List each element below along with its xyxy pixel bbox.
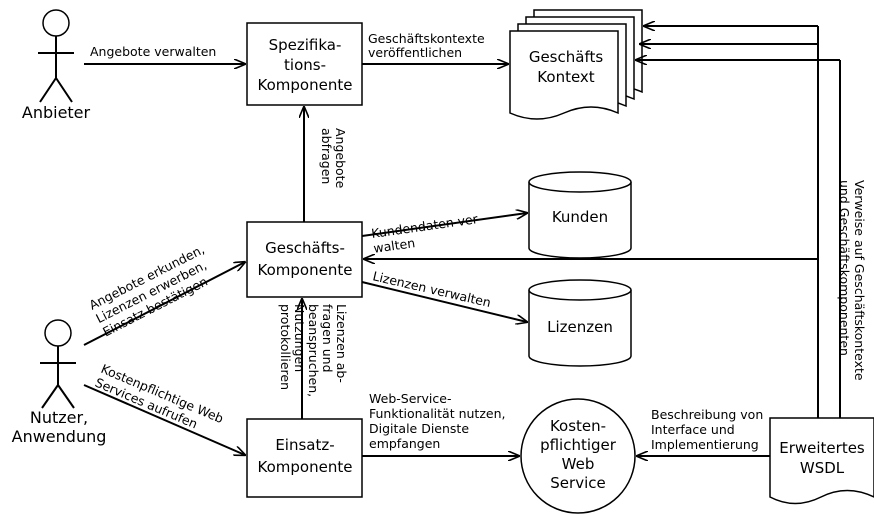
business-component-box [246, 221, 363, 298]
label-interface-desc-3: Implementierung [651, 437, 759, 452]
licenses-database [528, 279, 632, 367]
web-service-line3: Web [562, 455, 595, 473]
label-use-functionality-4: empfangen [369, 436, 440, 451]
label-publish-context-1: Geschäftskontexte [368, 31, 485, 46]
label-references-1: Verweise auf Geschäftskontexte [852, 180, 867, 381]
spec-component-line1: Spezifika- [269, 36, 342, 54]
label-references-2: und Geschäftskomponenten [837, 180, 852, 356]
label-use-functionality-1: Web-Service- [369, 391, 451, 406]
wsdl-line1: Erweitertes [779, 439, 865, 457]
business-context-document-stack [509, 9, 643, 120]
user-label-line1: Nutzer, [30, 408, 88, 427]
spec-component-box [246, 22, 363, 106]
label-query-offers-2: abfragen [319, 128, 334, 184]
user-actor [40, 319, 76, 409]
label-manage-offers: Angebote verwalten [90, 44, 216, 59]
business-context-line1: Geschäfts [529, 48, 604, 66]
business-context-line2: Kontext [537, 68, 594, 86]
arrow-call-services [83, 384, 245, 455]
provider-actor [38, 9, 74, 103]
arrow-customer-data [361, 213, 527, 237]
label-use-functionality-2: Funktionalität nutzen, [369, 406, 505, 421]
web-service-line4: Service [550, 474, 605, 492]
usage-component-line2: Komponente [258, 458, 353, 476]
label-license-query-4: Nutzungen [292, 304, 307, 372]
business-component-line2: Komponente [258, 261, 353, 279]
licenses-label: Lizenzen [547, 318, 613, 336]
arrow-explore-offers [83, 262, 245, 346]
label-license-query-1: Lizenzen ab- [334, 304, 349, 383]
web-service-line2: pflichtiger [540, 436, 617, 454]
label-license-query-2: fragen und [320, 304, 335, 373]
label-customer-data-2: walten [372, 235, 416, 256]
wsdl-document [769, 417, 874, 505]
usage-component-line1: Einsatz- [275, 436, 334, 454]
arrow-references-group [364, 26, 841, 418]
spec-component-line3: Komponente [258, 76, 353, 94]
spec-component-line2: tions- [284, 56, 326, 74]
label-interface-desc-2: Interface und [651, 422, 735, 437]
label-license-query-5: protokollieren [278, 304, 293, 390]
label-license-query-3: beanspruchen, [306, 304, 321, 397]
label-query-offers-1: Angebote [333, 128, 348, 189]
customers-database [528, 171, 632, 259]
web-service-circle [520, 398, 636, 514]
customers-label: Kunden [552, 208, 608, 226]
provider-label: Anbieter [22, 103, 91, 122]
usage-component-box [246, 418, 363, 498]
web-service-line1: Kosten- [550, 417, 606, 435]
label-interface-desc-1: Beschreibung von [651, 407, 763, 422]
user-label-line2: Anwendung [12, 427, 107, 446]
label-publish-context-2: veröffentlichen [368, 45, 462, 60]
wsdl-line2: WSDL [800, 459, 845, 477]
label-customer-data-1: Kundendaten ver- [370, 211, 482, 241]
arrow-manage-licenses [361, 281, 527, 322]
label-use-functionality-3: Digitale Dienste [369, 421, 469, 436]
business-component-line1: Geschäfts- [265, 239, 345, 257]
